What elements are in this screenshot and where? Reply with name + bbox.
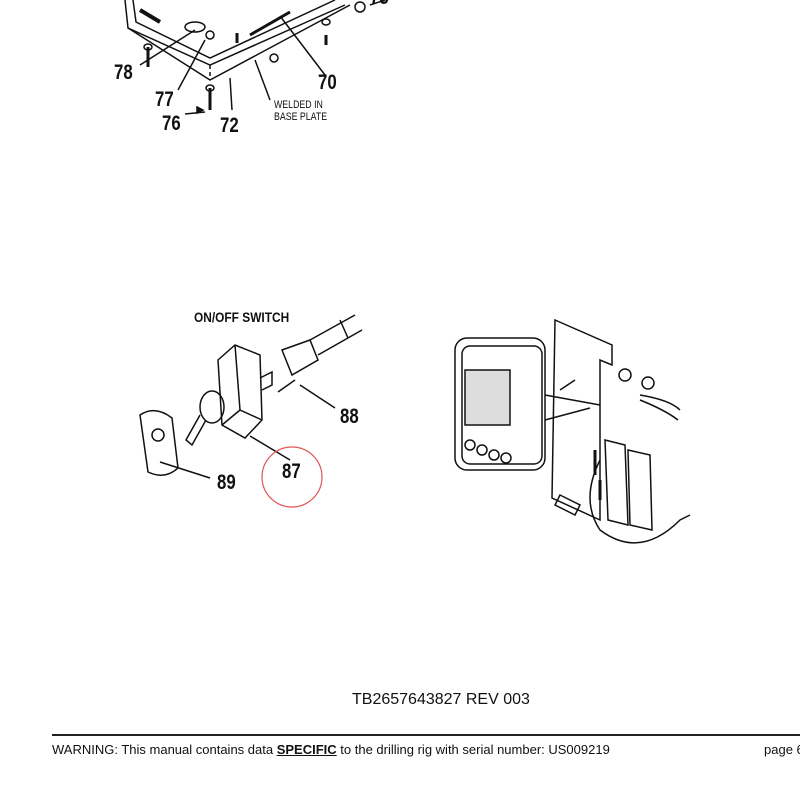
callout-87: 87: [282, 460, 301, 483]
switch-title: ON/OFF SWITCH: [194, 309, 290, 325]
callout-77: 77: [155, 88, 174, 111]
footer-divider: [52, 734, 800, 736]
callout-76: 76: [162, 112, 181, 135]
callout-70: 70: [318, 71, 337, 94]
warning-emphasis: SPECIFIC: [276, 742, 337, 757]
document-number: TB2657643827 REV 003: [352, 691, 530, 708]
callout-88: 88: [340, 405, 359, 428]
callout-78: 78: [114, 61, 133, 84]
warning-suffix: to the drilling rig with serial number: …: [336, 742, 610, 757]
page-number: page 6: [764, 742, 800, 757]
warning-prefix: WARNING: This manual contains data: [52, 742, 277, 757]
callout-89: 89: [217, 471, 236, 494]
callout-72: 72: [220, 114, 239, 137]
warning-text: WARNING: This manual contains data SPECI…: [52, 742, 610, 757]
callout-75: 75: [370, 0, 389, 10]
